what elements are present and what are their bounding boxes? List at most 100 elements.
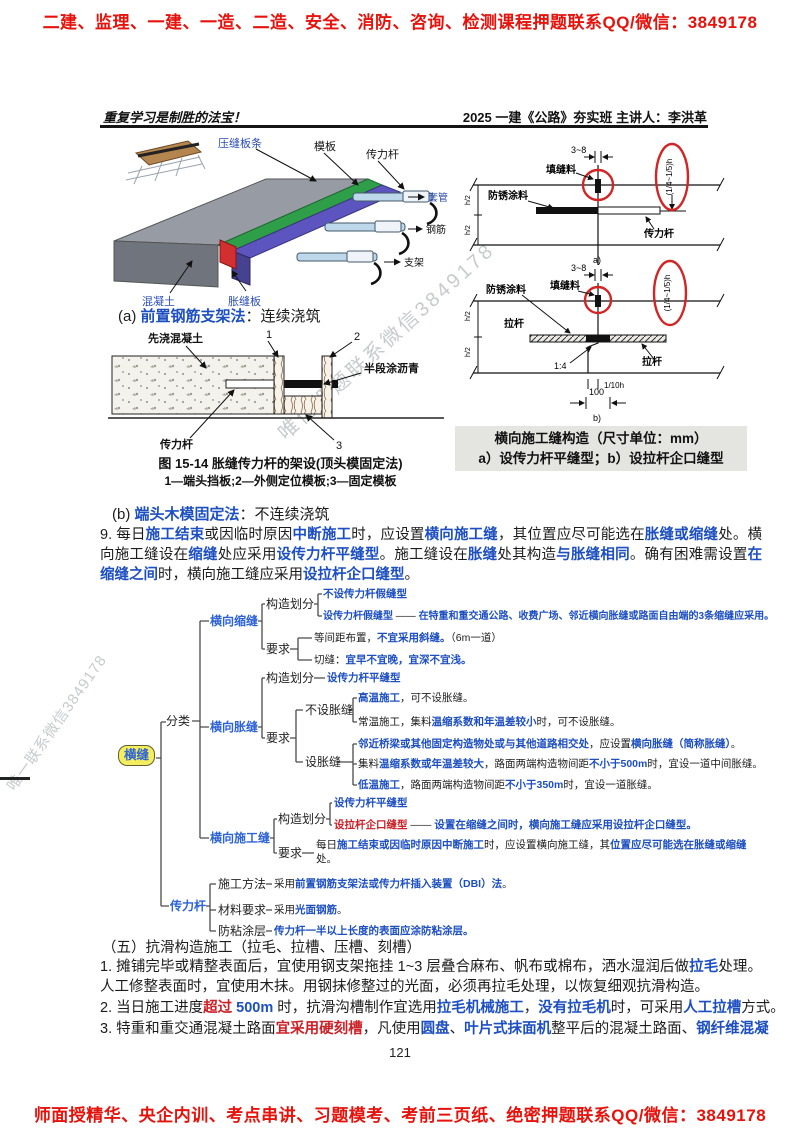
inset-bar xyxy=(137,142,200,158)
mindmap-branch-zhangfeng: 横向胀缝 xyxy=(210,720,259,734)
mindmap-node-cailiaoyaoqiu: 材料要求 xyxy=(218,903,267,917)
mindmap: 横缝 分类 传力杆 横向缩缝 横向胀缝 横向施工缝 构造划分 不设传力杆假缝型 … xyxy=(100,586,790,946)
joint-caption-box: 横向施工缝构造（尺寸单位：mm） a）设传力杆平缝型；b）设拉杆企口缝型 xyxy=(455,426,747,472)
label-fangxiu-a: 防锈涂料 xyxy=(488,189,528,202)
mindmap-branch-chuanligan: 传力杆 xyxy=(170,899,207,913)
mindmap-leaf: 切缝：宜早不宜晚，宜深不宜浅。 xyxy=(314,654,472,666)
dim-h2-a2: h/2 xyxy=(465,225,472,235)
mindmap-leaf: 每日施工结束或因临时原因中断施工时，应设置横向施工缝，其位置应尽可能选在胀缝或缩… xyxy=(316,839,747,865)
mindmap-leaf: 等间距布置，不宜采用斜缝。（6m一道） xyxy=(314,632,502,644)
dim-quarter-a: (1/4~1/5)h xyxy=(665,159,674,196)
promo-banner-bottom: 师面授精华、央企内训、考点串讲、习题模考、考前三页纸、绝密押题联系QQ/微信：3… xyxy=(33,1106,767,1125)
scan-artifact-dash xyxy=(0,777,30,780)
mindmap-branch-suofeng: 横向缩缝 xyxy=(210,614,259,628)
section-5-item-2: 2. 当日施工进度超过 500m 时，抗滑沟槽制作宜选用拉毛机械施工，没有拉毛机… xyxy=(100,1000,785,1016)
label-gangjin: 钢筋 xyxy=(426,223,446,236)
dim-38-a: 3~8 xyxy=(571,145,586,155)
slab-front-face xyxy=(113,240,219,288)
page-header-motto: 重复学习是制胜的法宝！ xyxy=(103,110,247,125)
label-hunningtu: 混凝土 xyxy=(142,294,175,308)
mark-b: b) xyxy=(593,413,601,423)
mindmap-leaf: 低温施工，路面两端构造物间距不小于350m时，宜设一道胀缝。 xyxy=(358,779,658,791)
label-num2: 2 xyxy=(354,331,360,343)
figure-joint-details: h/2 h/2 (1/4~1/5)h 填缝料 3~8 防锈涂料 传力杆 a) xyxy=(465,142,725,423)
mindmap-node-yaoqiu-a: 要求 xyxy=(266,642,291,656)
end-board-1 xyxy=(273,355,285,415)
mindmap-leaf: 邻近桥梁或其他固定构造物处或与其他道路相交处，应设置横向胀缝（简称胀缝）。 xyxy=(358,738,742,750)
label-tianfengliao-b: 填缝料 xyxy=(550,279,580,292)
section-5-heading: （五）抗滑构造施工（拉毛、拉槽、压槽、刻槽） xyxy=(102,940,421,956)
mindmap-node-yaoqiu-c: 要求 xyxy=(278,846,303,860)
figure-15-14-legend: 1—端头挡板;2—外侧定位模板;3—固定模板 xyxy=(164,474,397,488)
mindmap-leaf: 设拉杆企口缝型 —— 设置在缩缝之间时，横向施工缝应采用设拉杆企口缝型。 xyxy=(334,819,697,831)
dowel-asphalt-half xyxy=(280,380,338,388)
mindmap-branch-shigongfeng: 横向施工缝 xyxy=(210,831,271,845)
mindmap-node-shigongfangfa: 施工方法 xyxy=(218,877,267,891)
mindmap-leaf: 设传力杆平缝型 xyxy=(327,672,401,684)
promo-banner-top: 二建、监理、一建、一造、二造、安全、消防、咨询、检测课程押题联系QQ/微信：38… xyxy=(42,13,758,32)
mindmap-node-yaoqiu-b: 要求 xyxy=(266,731,291,745)
fixing-form-3 xyxy=(283,395,323,415)
header-divider xyxy=(100,125,708,128)
section-5-item-1: 1. 摊铺完毕或精整表面后，宜使用钢支架拖挂 1~3 层叠合麻布、帆布或棉布，洒… xyxy=(100,959,763,995)
section-b-caption: (b) 端头木模固定法：不连续浇筑 xyxy=(112,506,330,523)
dim-38-b: 3~8 xyxy=(571,263,586,273)
label-xianjiao: 先浇混凝土 xyxy=(148,331,203,345)
label-fangxiu-b: 防锈涂料 xyxy=(486,283,526,296)
mindmap-leaf: 高温施工，可不设胀缝。 xyxy=(358,692,474,704)
mindmap-leaf: 采用光面钢筋。 xyxy=(274,904,348,916)
label-chuanligan-a: 传力杆 xyxy=(643,227,674,240)
red-ellipse-b xyxy=(652,259,688,327)
mindmap-node-she-zhangfeng: 设胀缝 xyxy=(305,755,342,769)
label-moban: 模板 xyxy=(314,139,336,153)
dim-h2-b2: h/2 xyxy=(465,347,472,357)
dim-100: 100 xyxy=(589,387,604,397)
mindmap-leaf: 设传力杆平缝型 xyxy=(334,797,408,809)
mindmap-leaf: 常温施工，集料温缩系数和年温差较小时，可不设胀缝。 xyxy=(358,716,621,728)
mindmap-node-fenlei: 分类 xyxy=(166,714,191,728)
dowel-bare-half xyxy=(597,206,661,215)
section-5-item-3: 3. 特重和重交通混凝土路面宜采用硬刻槽，凡使用圆盘、叶片式抹面机整平后的混凝土… xyxy=(100,1021,769,1037)
expansion-board-red xyxy=(219,239,237,270)
mindmap-node-gouzao-a: 构造划分 xyxy=(266,597,315,611)
mindmap-leaf: 设传力杆假缝型 —— 在特重和重交通公路、收费广场、邻近横向胀缝或路面自由端的3… xyxy=(323,611,775,622)
label-lagan-left: 拉杆 xyxy=(504,317,524,330)
label-zhijia: 支架 xyxy=(404,257,424,269)
inset-steel-frame-sketch xyxy=(125,154,206,185)
dim-quarter-b: (1/4~1/5)h xyxy=(663,275,672,312)
red-circle-b xyxy=(583,285,613,315)
joint-filler-a xyxy=(595,179,601,193)
dim-h2-b1: h/2 xyxy=(465,311,472,321)
mindmap-node-gouzao-b: 构造划分 xyxy=(266,671,315,685)
red-ellipse-a xyxy=(654,142,690,212)
label-zhangfengban: 胀缝板 xyxy=(228,294,261,308)
page-header-course: 2025 一建《公路》夯实班 主讲人：李洪革 xyxy=(462,110,707,125)
figure-15-14-caption: 图 15-14 胀缝传力杆的架设(顶头模固定法) xyxy=(158,456,403,471)
joint-caption-line1: 横向施工缝构造（尺寸单位：mm） xyxy=(494,431,708,446)
mark-a: a) xyxy=(593,255,601,265)
figure-15-14-cross-section: 先浇混凝土 1 2 半段涂沥青 传力杆 3 xyxy=(108,329,444,452)
dim-h2-a1: h/2 xyxy=(465,195,472,205)
page-number: 121 xyxy=(389,1045,411,1060)
label-chuanligan-cs: 传力杆 xyxy=(159,437,193,451)
watermark-left: 唯一联系微信3849178 xyxy=(3,651,111,794)
label-lagan-right: 拉杆 xyxy=(642,355,662,368)
mindmap-node-gouzao-c: 构造划分 xyxy=(278,812,327,826)
label-banduan: 半段涂沥青 xyxy=(364,361,419,375)
mindmap-leaf: 不设传力杆假缝型 xyxy=(323,588,407,600)
positioning-form-2 xyxy=(321,355,333,419)
label-tianfengliao-a: 填缝料 xyxy=(546,163,576,176)
label-num1: 1 xyxy=(266,329,272,341)
paragraph-9: 9. 每日施工结束或因临时原因中断施工时，应设置横向施工缝，其位置应尽可能选在胀… xyxy=(100,527,763,583)
label-taoguan: 套管 xyxy=(428,191,448,204)
mindmap-leaf: 集料温缩系数或年温差较大，路面两端构造物间距不小于500m时，宜设一道中间胀缝。 xyxy=(358,758,763,770)
joint-filler-b xyxy=(595,295,601,307)
red-circle-a xyxy=(581,168,615,202)
support-hooks xyxy=(370,201,438,286)
dim-tenth: 1/10h xyxy=(604,381,624,390)
mindmap-root-node: 横缝 xyxy=(118,745,156,766)
mindmap-leaf: 传力杆一半以上长度的表面应涂防粘涂层。 xyxy=(274,925,474,937)
label-yafengbantiao: 压缝板条 xyxy=(218,136,262,150)
mindmap-node-fangzhantuceng: 防粘涂层 xyxy=(218,924,267,938)
